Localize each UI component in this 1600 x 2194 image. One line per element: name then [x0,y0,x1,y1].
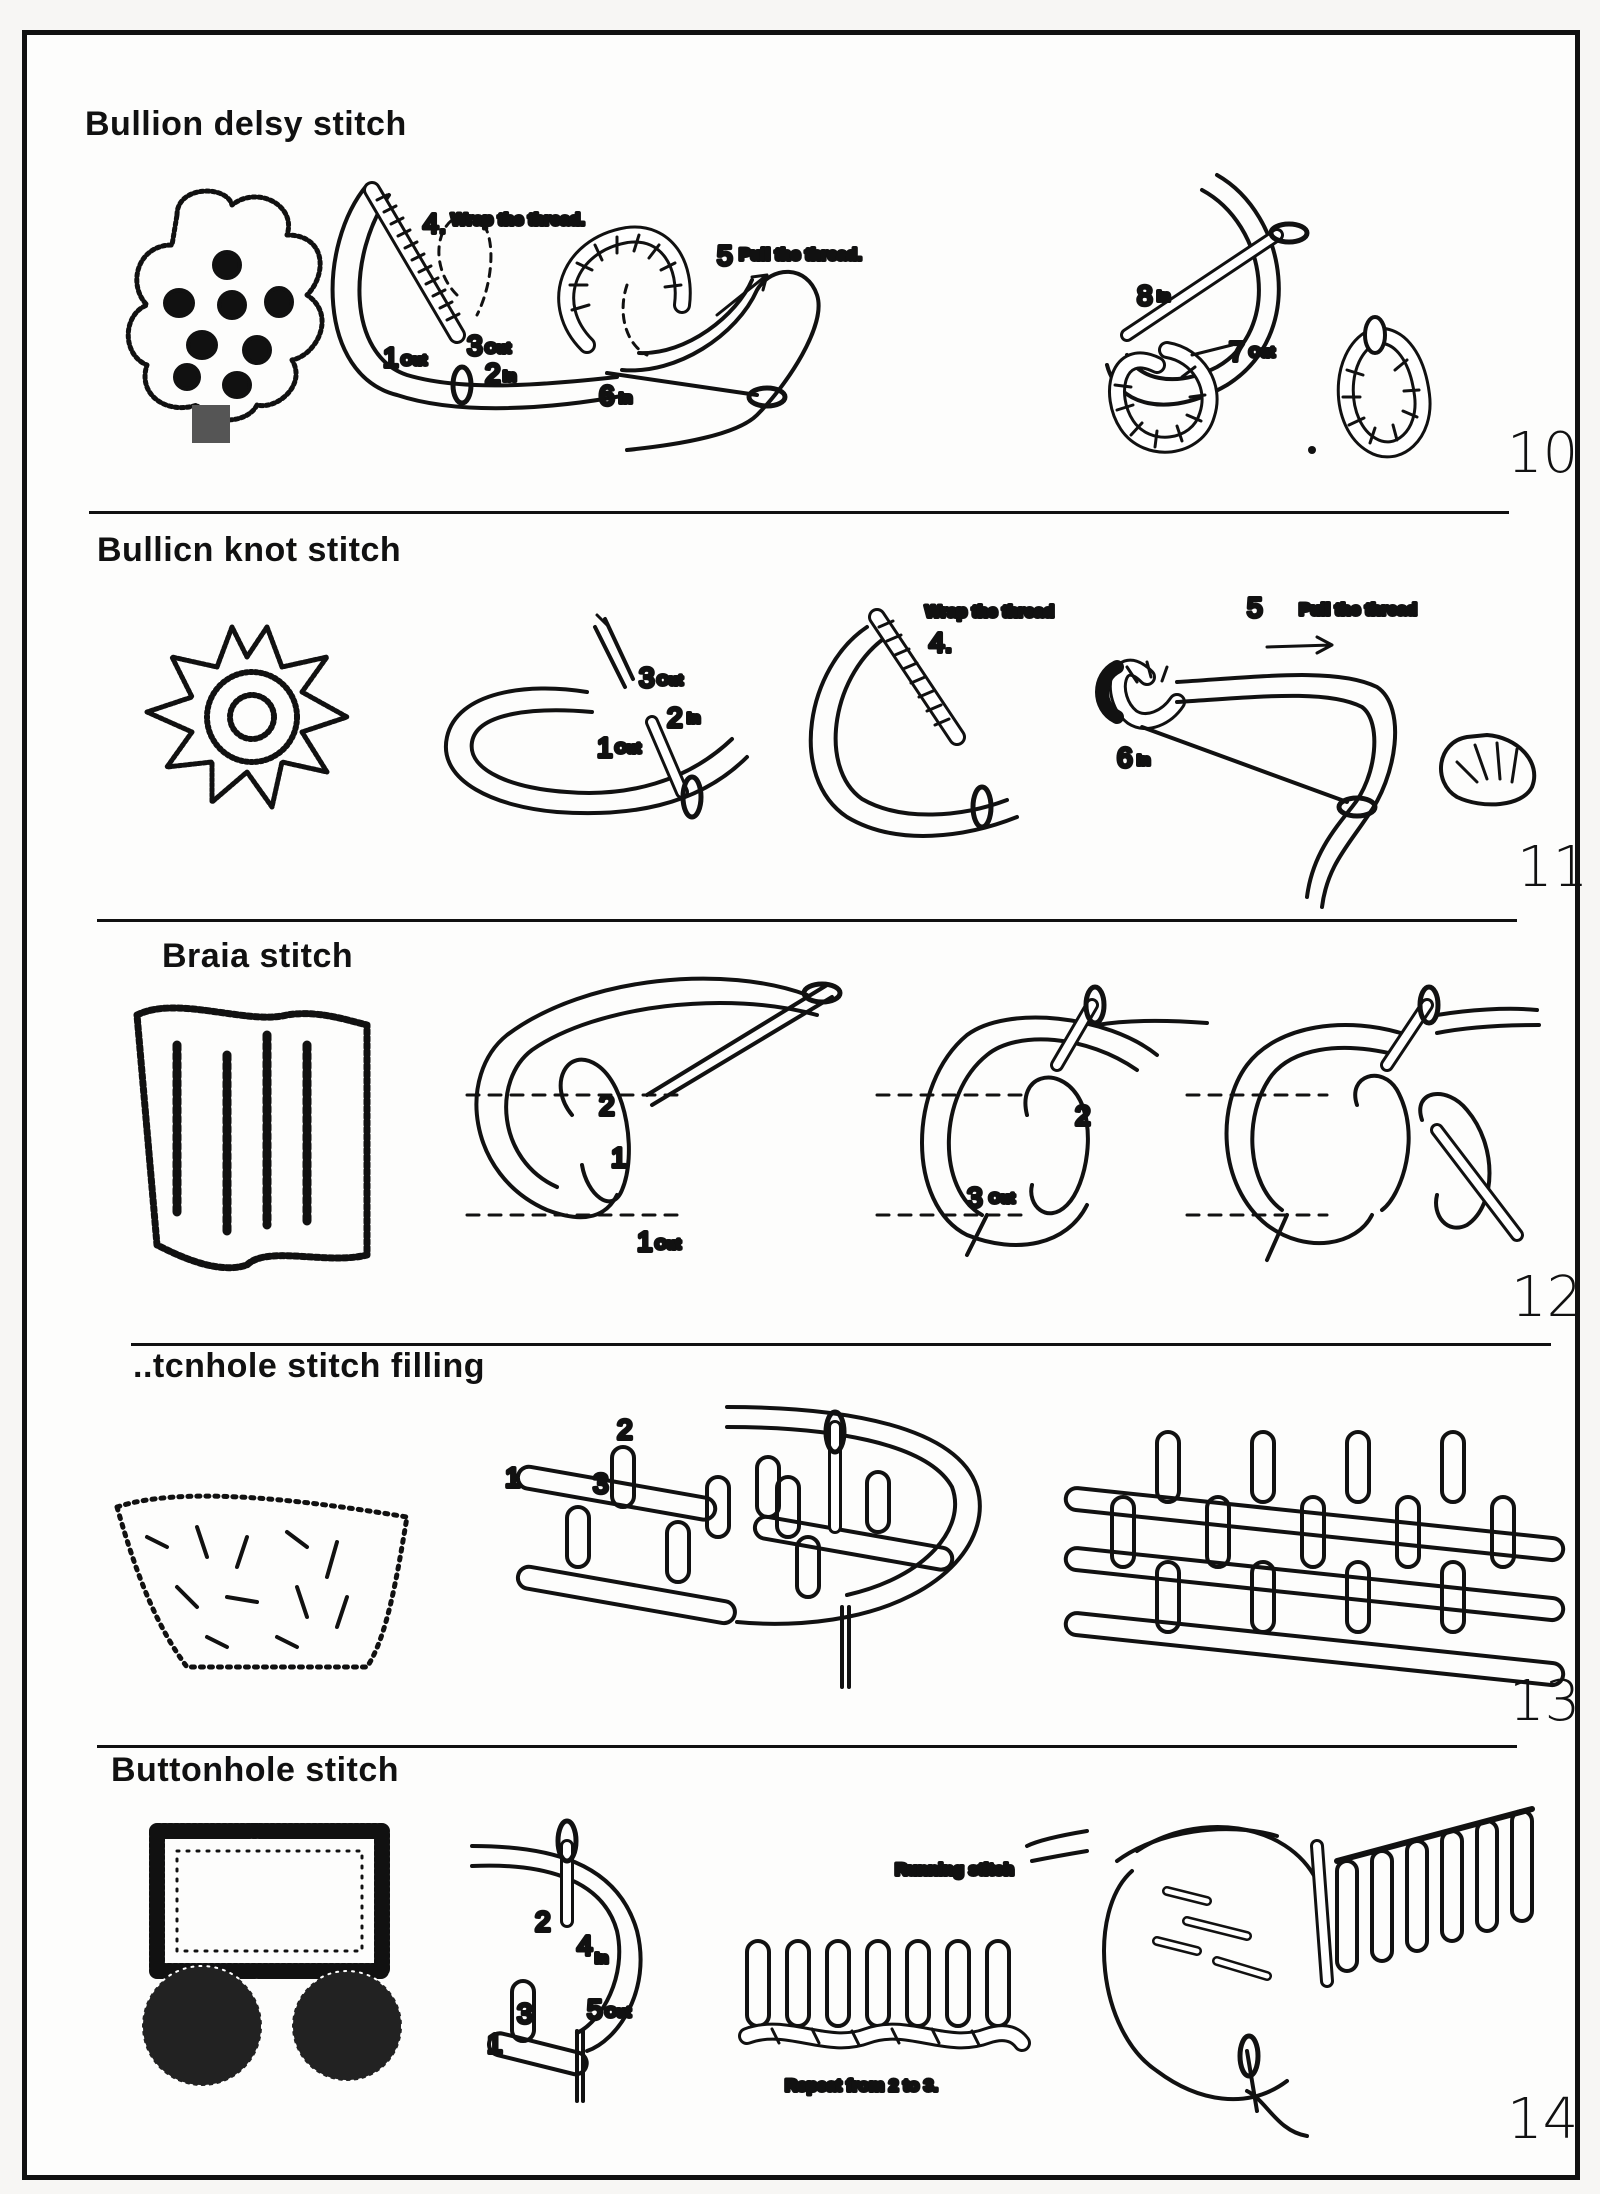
label-step-5: 5 [1247,592,1263,623]
label-pull-thread: Pull the thread. [739,245,862,264]
section-buttonhole-filling: ..tcnhole stitch filling [27,1347,1580,1737]
label-step-8: 8 [1137,280,1153,311]
label-step-3: 3 [639,662,655,693]
section-title: Bullicn knot stitch [97,531,402,569]
section-bullion-daisy: Bullion delsy stitch [27,105,1579,505]
braid-step-1 [465,976,843,1220]
label-step-1: 1 [383,342,399,373]
label-step-3: 3 [517,1998,533,2029]
label-step-6-in: In [619,390,632,407]
divider [97,1745,1517,1748]
braid-step-3 [1185,984,1541,1262]
label-step-4: 4 [577,1930,593,1961]
label-step-1-inner: 1 [611,1142,627,1173]
label-step-7: 7 [1229,336,1245,367]
label-step-1-out: Out [615,740,641,757]
section-number: 14 [1507,2087,1579,2152]
label-step-2-in: In [503,368,516,385]
label-step-4-in: In [595,1950,608,1967]
label-step-3: 3 [967,1182,983,1213]
filling-sample [114,1493,410,1670]
label-step-5: 5 [717,240,733,271]
label-step-1-out: Out [401,352,427,369]
label-wrap-thread: Wrap the thread [925,602,1054,621]
label-step-3-out: Out [657,672,683,689]
label-step-3-out: Out [989,1190,1015,1207]
bullion-daisy-diagrams: 4. Wrap the thread. 3 Out 1 Out 2 In [125,173,1432,459]
label-step-3-out: Out [485,340,511,357]
bullion-knot-diagrams: 3 Out 2 In 1 Out Wrap the thread 4. [144,590,1537,909]
buttonhole-circle-edge [1025,1806,1535,2138]
label-step-2b: 2 [1075,1100,1091,1131]
label-step-7-out: Out [1249,344,1275,361]
section-number: 13 [1509,1669,1581,1734]
label-repeat: Repeat from 2 to 3. [785,2076,938,2095]
label-step-1-out: Out [655,1236,681,1253]
label-step-6: 6 [599,380,615,411]
label-step-2: 2 [485,358,501,389]
buttonhole-diagrams: 2 4 In 3 5 Out 1 [141,1806,1535,2138]
buttonhole-sample [141,1823,403,2087]
label-step-5-out: Out [605,2004,631,2021]
section-number: 12 [1511,1265,1583,1330]
label-step-6-in: In [1137,752,1150,769]
bullion-daisy-step-close [1105,173,1432,459]
bullion-knot-step-pull [1095,635,1537,909]
label-step-1: 1 [597,732,613,763]
section-braid: Braia stitch 2 1 1 Out [27,925,1582,1330]
label-step-8-in: In [1157,288,1170,305]
label-step-3: 3 [467,330,483,361]
section-title: Buttonhole stitch [111,1751,400,1789]
section-bullion-knot: Bullicn knot stitch 3 [27,517,1588,909]
section-number: 11 [1517,835,1589,900]
bullion-knot-step-wrap [808,608,1019,838]
label-wrap-thread: Wrap the thread. [451,210,585,229]
section-title: ..tcnhole stitch filling [133,1347,485,1385]
label-step-2: 2 [617,1414,633,1445]
label-step-1: 1 [505,1462,521,1493]
divider [89,511,1509,514]
section-title: Braia stitch [162,937,354,975]
label-running-stitch: Running stitch [895,1860,1014,1879]
buttonhole-row-sample [738,1939,1031,2052]
label-step-4: 4. [929,627,952,658]
braid-diagrams: 2 1 1 Out 2 3 Out [133,976,1541,1272]
label-step-4: 4. [423,208,446,239]
bullion-daisy-sample [125,188,325,443]
bullion-knot-sample [144,624,350,810]
divider [131,1343,1551,1346]
label-step-2: 2 [667,702,683,733]
label-step-5: 5 [587,1994,603,2025]
label-step-1: 1 [637,1226,653,1257]
braid-sample [133,1004,371,1272]
bullion-daisy-step-pull [557,225,821,452]
label-pull-thread: Pull the thread [1299,600,1417,619]
label-step-1: 1 [487,2028,503,2059]
buttonhole-filling-diagrams: 1 2 3 [114,1405,1566,1689]
page-frame: Bullion delsy stitch [22,30,1588,2181]
buttonhole-step-needle [470,1818,643,2103]
label-step-2: 2 [535,1906,551,1937]
label-step-2: 2 [599,1090,615,1121]
divider [97,919,1517,922]
filling-finished-grid [1063,1430,1566,1688]
braid-step-2 [875,984,1209,1257]
bullion-daisy-step-wrap [330,181,629,411]
section-title: Bullion delsy stitch [85,105,407,143]
label-step-6: 6 [1117,742,1133,773]
bullion-knot-step-needle [443,613,749,820]
section-number: 10 [1507,421,1579,486]
section-buttonhole: Buttonhole stitch [27,1751,1579,2181]
label-step-2-in: In [687,710,700,727]
label-step-3: 3 [593,1468,609,1499]
filling-step-diagram [515,1405,982,1689]
